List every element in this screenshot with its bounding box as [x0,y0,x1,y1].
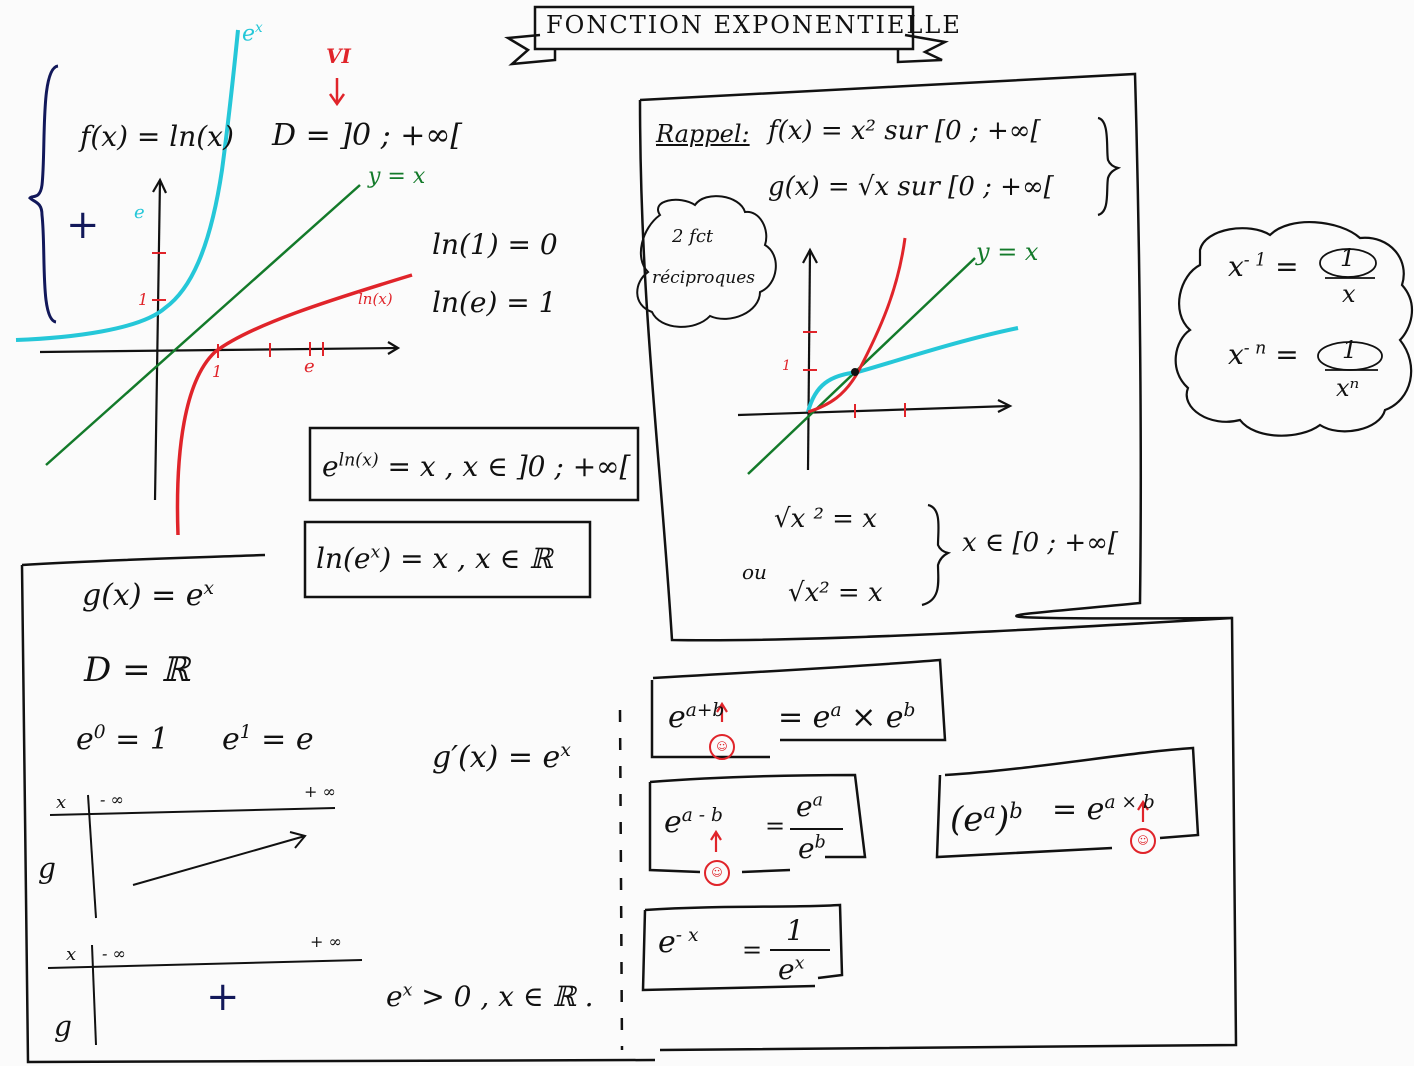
formula-boxes [303,426,1200,992]
table2-g-row: g [54,1010,72,1043]
table2-plus-infinity: + ∞ [310,932,342,951]
table2-plus-sign: + [206,974,240,1020]
exp-domain: D = ℝ [84,650,190,690]
rappel-graph-ticks [803,331,906,418]
ln-curve-label: ln(x) [358,290,393,308]
ex-curve-label: ex [242,20,263,47]
rappel-label: Rappel: [656,120,750,148]
rappel-brace [1097,116,1122,217]
page-title: FONCTION EXPONENTIELLE [546,11,962,39]
brace-plus-sign: + [66,202,100,248]
exp-frame [20,553,656,1064]
ln-curve [175,273,413,536]
ln-y-eq-x-label: y = x [368,164,426,189]
neg-one-power-den: x [1342,280,1356,308]
table1-g-row: g [38,852,56,885]
neg-one-power-num: 1 [1340,244,1356,272]
ln-x-tick-e: e [304,356,315,377]
vi-arrow [328,78,346,107]
exp-zero-value: e0 = 1 [76,722,169,757]
rule-neg-eq: = [742,936,763,964]
ex-curve [15,29,240,342]
ln-domain: D = ]0 ; +∞[ [272,118,463,153]
variation-table-2 [47,944,363,1046]
smiley-icon: ☺ [704,860,730,886]
rappel-graph-axes [737,247,1013,471]
neg-n-power-num: 1 [1342,336,1358,364]
square-curve [807,237,907,414]
sqrt-squared-identity: √x ² = x [774,504,877,534]
title-banner [504,5,949,66]
neg-n-power: x- n = [1228,338,1299,371]
rappel-frame [638,72,1238,1052]
neg-one-power: x- 1 = [1228,250,1299,283]
rule-power-lhs: (ea)b [950,798,1023,840]
rappel-g-line: g(x) = √x sur [0 ; +∞[ [768,172,1054,202]
neg-n-power-den: xⁿ [1336,374,1360,402]
sqrt-of-square-identity: √x² = x [788,578,883,608]
exp-one-value: e1 = e [222,722,314,757]
rappel-ou: ou [742,560,767,584]
rappel-y-eq-x-label: y = x [976,238,1039,266]
rule-diff-den: eb [798,832,826,865]
rappel-domain: x ∈ [0 ; +∞[ [962,528,1118,558]
sqrt-brace [921,503,952,607]
table2-x-header: x [66,944,77,965]
ln-definition: f(x) = ln(x) [80,120,234,153]
ln-x-tick-one: 1 [212,362,223,381]
table2-minus-infinity: - ∞ [102,944,126,963]
ln-one-value: ln(1) = 0 [432,228,558,261]
rappel-y-tick-one: 1 [782,358,791,374]
intersection-point [851,368,859,376]
rule-diff-lhs: ea - b [664,805,723,840]
smiley-icon: ☺ [709,734,735,760]
rule-sum-rhs: = ea × eb [778,700,916,735]
cloud-reciprocal-line2: réciproques [652,268,756,288]
cloud-reciprocal [636,195,777,328]
cloud-reciprocal-line1: 2 fct [672,226,714,247]
exp-derivative: g′(x) = ex [432,740,571,775]
ln-e-value: ln(e) = 1 [432,286,557,319]
exp-positive: ex > 0 , x ∈ ℝ . [386,980,594,1013]
table1-x-header: x [56,792,67,813]
table1-plus-infinity: + ∞ [304,782,336,801]
ln-graph-ticks [152,252,324,358]
smiley-icon: ☺ [1130,828,1156,854]
exp-ln-identity: eln(x) = x , x ∈ ]0 ; +∞[ [322,450,631,483]
rule-neg-num: 1 [786,914,804,947]
ln-exp-identity: ln(ex) = x , x ∈ ℝ [316,542,553,575]
rule-neg-lhs: e- x [658,925,699,960]
dashed-separator [618,709,624,1051]
rule-power-rhs: = ea × b [1052,792,1155,827]
rule-neg-den: ex [778,953,805,986]
rule-diff-num: ea [796,790,823,823]
brace [28,64,59,324]
exp-definition: g(x) = ex [82,578,214,613]
rappel-f-line: f(x) = x² sur [0 ; +∞[ [768,116,1041,146]
ln-y-tick-e: e [134,202,145,223]
cloud-right [1174,220,1413,437]
table1-minus-infinity: - ∞ [100,790,124,809]
sqrt-curve [806,326,1019,413]
ln-y-tick-one: 1 [138,290,149,309]
vertical-asymptote-label: VI [326,44,351,68]
rule-sum-lhs: ea+b [668,700,725,735]
variation-table-1 [49,794,336,919]
ln-y-eq-x-line [45,184,361,466]
rule-diff-eq: = [765,812,786,840]
